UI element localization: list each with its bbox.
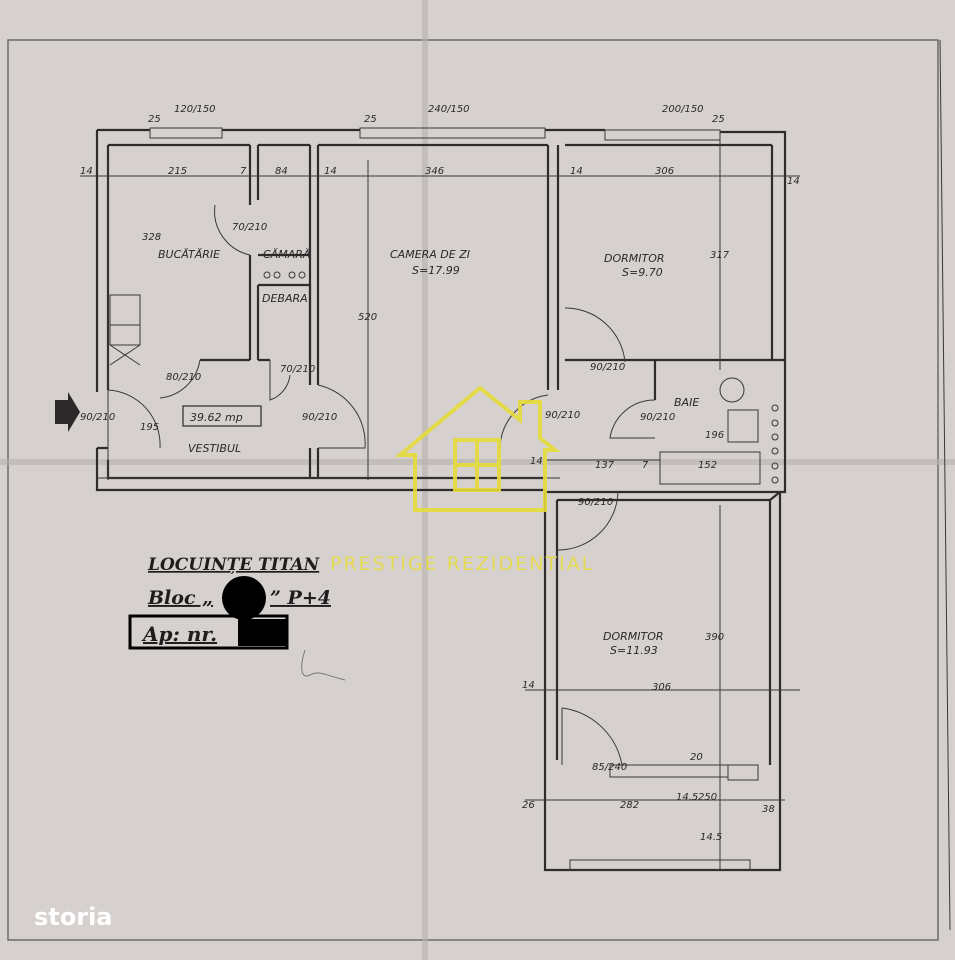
svg-text:14: 14: [787, 176, 800, 187]
title-block-suffix: ” P+4: [270, 587, 331, 609]
signature: [301, 649, 346, 681]
room-label-pantry: CĂMARĂ: [263, 248, 310, 261]
room-label-bedroom-2: DORMITOR: [603, 630, 664, 643]
redaction: [238, 619, 286, 646]
svg-text:80/210: 80/210: [166, 372, 201, 383]
window: [149, 127, 223, 139]
svg-text:14.5: 14.5: [700, 832, 722, 843]
room-label-hall: VESTIBUL: [188, 442, 241, 455]
paper-edge: [939, 39, 951, 931]
svg-text:250: 250: [698, 792, 717, 803]
room-area-bedroom-2: S=11.93: [610, 644, 658, 657]
svg-text:38: 38: [762, 804, 775, 815]
svg-text:282: 282: [620, 800, 639, 811]
svg-text:85/240: 85/240: [592, 762, 627, 773]
svg-text:7: 7: [240, 166, 247, 177]
window: [359, 127, 546, 139]
paper-border: [7, 39, 939, 941]
svg-text:306: 306: [652, 682, 671, 693]
svg-text:328: 328: [142, 232, 161, 243]
svg-text:196: 196: [705, 430, 724, 441]
svg-text:14.5: 14.5: [676, 792, 698, 803]
room-label-living: CAMERA DE ZI: [390, 248, 470, 261]
svg-text:90/210: 90/210: [590, 362, 625, 373]
svg-text:90/210: 90/210: [578, 497, 613, 508]
svg-text:215: 215: [168, 166, 187, 177]
total-area: 39.62 mp: [190, 411, 243, 424]
title-project: LOCUINȚE TITAN: [147, 555, 321, 575]
svg-text:152: 152: [698, 460, 717, 471]
svg-text:25: 25: [712, 114, 725, 125]
walls: [55, 127, 800, 872]
svg-text:137: 137: [595, 460, 615, 471]
svg-text:26: 26: [522, 800, 535, 811]
svg-text:25: 25: [148, 114, 161, 125]
svg-text:520: 520: [358, 312, 377, 323]
svg-text:84: 84: [275, 166, 288, 177]
entrance-arrow-icon: [55, 392, 80, 432]
svg-text:25: 25: [364, 114, 377, 125]
room-label-bedroom: DORMITOR: [604, 252, 665, 265]
svg-text:90/210: 90/210: [640, 412, 675, 423]
svg-text:240/150: 240/150: [428, 104, 470, 115]
svg-text:90/210: 90/210: [545, 410, 580, 421]
svg-text:90/210: 90/210: [80, 412, 115, 423]
svg-text:195: 195: [140, 422, 159, 433]
svg-text:70/210: 70/210: [280, 364, 315, 375]
room-area-living: S=17.99: [412, 264, 460, 277]
dimension-labels: 14 215 7 84 14 346 14 306 14 25 25 25 12…: [80, 104, 800, 843]
svg-text:346: 346: [425, 166, 444, 177]
watermark-logo-icon: [394, 385, 561, 512]
svg-text:14: 14: [324, 166, 337, 177]
svg-text:14: 14: [80, 166, 93, 177]
watermark-text: PRESTIGE REZIDENTIAL: [330, 553, 594, 575]
window: [604, 129, 721, 141]
apartment-box: [128, 614, 289, 650]
redaction: [222, 576, 266, 620]
svg-text:120/150: 120/150: [174, 104, 216, 115]
svg-text:90/210: 90/210: [302, 412, 337, 423]
svg-text:200/150: 200/150: [662, 104, 704, 115]
total-area-box: [182, 405, 262, 427]
svg-text:20: 20: [690, 752, 703, 763]
title-apartment: Ap: nr.: [141, 622, 217, 646]
svg-text:317: 317: [710, 250, 730, 261]
room-label-bath: BAIE: [674, 396, 699, 409]
room-label-storage: DEBARA: [262, 292, 308, 305]
svg-text:14: 14: [522, 680, 535, 691]
room-area-bedroom: S=9.70: [622, 266, 663, 279]
title-block-prefix: Bloc „: [147, 587, 213, 609]
svg-text:390: 390: [705, 632, 724, 643]
svg-text:14: 14: [570, 166, 583, 177]
room-label-kitchen: BUCĂTĂRIE: [158, 248, 220, 261]
storia-logo: storia: [34, 903, 113, 931]
svg-text:14: 14: [530, 456, 543, 467]
svg-text:7: 7: [642, 460, 649, 471]
svg-text:70/210: 70/210: [232, 222, 267, 233]
svg-text:306: 306: [655, 166, 674, 177]
